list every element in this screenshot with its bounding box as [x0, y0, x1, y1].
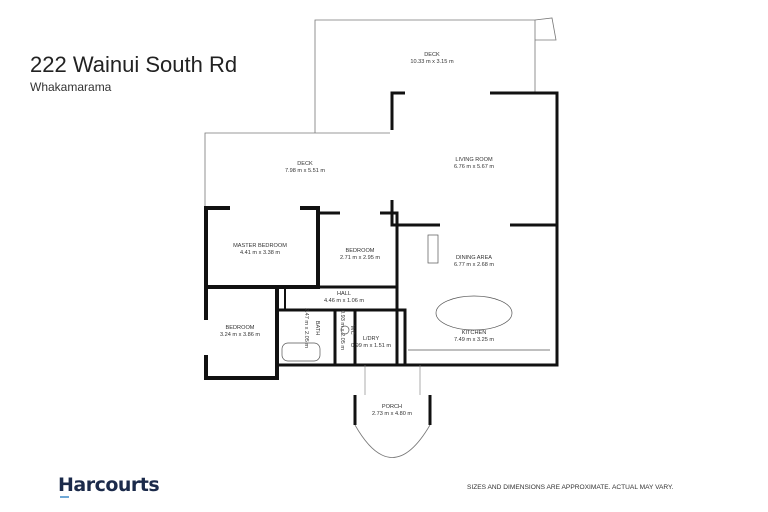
room-name: MASTER BEDROOM	[233, 243, 287, 249]
room-dims: 7.49 m x 3.25 m	[454, 337, 494, 343]
room-dims: 2.73 m x 4.80 m	[372, 411, 412, 417]
room-dims: 2.47 m x 2.05 m	[303, 308, 309, 348]
room-name: LIVING ROOM	[455, 157, 493, 163]
porch-outline	[353, 365, 432, 458]
room-dims: 10.33 m x 3.15 m	[410, 59, 454, 65]
room-dims: 4.41 m x 3.38 m	[240, 250, 280, 256]
room-labels: DECK 10.33 m x 3.15 m DECK 7.98 m x 5.51…	[220, 52, 494, 417]
room-dims: 2.71 m x 2.95 m	[340, 255, 380, 261]
property-address: 222 Wainui South Rd	[30, 52, 238, 77]
disclaimer: SIZES AND DIMENSIONS ARE APPROXIMATE. AC…	[467, 484, 674, 491]
room-name: KITCHEN	[462, 330, 487, 336]
room-dims: 0.93 m x 2.05 m	[339, 310, 345, 350]
room-dims: 6.77 m x 2.68 m	[454, 262, 494, 268]
room-name: HALL	[337, 291, 351, 297]
room-name: WC	[349, 325, 355, 334]
room-name: DECK	[424, 52, 440, 58]
harcourts-logo: Harcourts	[58, 474, 160, 496]
room-name: L/DRY	[363, 336, 380, 342]
room-dims: 6.76 m x 5.67 m	[454, 164, 494, 170]
room-name: BEDROOM	[346, 248, 375, 254]
fixtures	[281, 234, 550, 362]
windows	[204, 91, 510, 355]
room-name: BEDROOM	[226, 325, 255, 331]
room-dims: 7.98 m x 5.51 m	[285, 168, 325, 174]
room-name: DECK	[297, 161, 313, 167]
room-name: PORCH	[382, 404, 402, 410]
deck-outline	[204, 17, 557, 207]
room-dims: 3.24 m x 3.86 m	[220, 332, 260, 338]
room-dims: 0.99 m x 1.51 m	[351, 343, 391, 349]
room-dims: 4.46 m x 1.06 m	[324, 298, 364, 304]
property-suburb: Whakamarama	[30, 80, 112, 94]
room-name: DINING AREA	[456, 255, 492, 261]
logo-accent	[60, 496, 69, 498]
room-name: BATH	[314, 321, 320, 336]
